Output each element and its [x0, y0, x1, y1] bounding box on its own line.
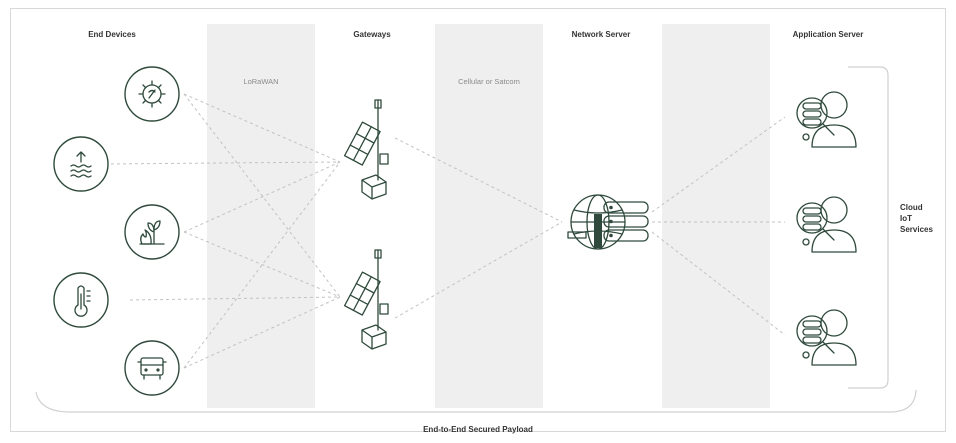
- column-title-end-devices: End Devices: [88, 30, 136, 39]
- band-lorawan: [207, 24, 315, 408]
- column-title-gateways: Gateways: [353, 30, 391, 39]
- vehicle-icon: [124, 340, 180, 396]
- solar-gateway-icon: [343, 99, 389, 200]
- plant-fire-icon: [124, 204, 180, 260]
- user-data-icon: [796, 91, 857, 148]
- cloud-label-line-1: Cloud: [900, 203, 923, 212]
- column-title-network-server: Network Server: [572, 30, 631, 39]
- diagram-frame: [10, 8, 946, 432]
- band-label-cellular: Cellular or Satcom: [458, 77, 520, 86]
- footer-label: End-to-End Secured Payload: [423, 425, 533, 434]
- column-title-application-server: Application Server: [793, 30, 864, 39]
- user-data-icon: [796, 196, 857, 253]
- gateway-server-links: [394, 137, 563, 319]
- gear-plant-icon: [124, 66, 180, 122]
- end-to-end-bracket: [35, 389, 917, 413]
- band-ip: [662, 24, 770, 408]
- server-application-links: [651, 116, 786, 336]
- band-label-lorawan: LoRaWAN: [243, 77, 278, 86]
- cloud-label-line-2: IoT: [900, 214, 912, 223]
- globe-server-icon: [567, 194, 649, 250]
- thermometer-icon: [53, 272, 109, 328]
- water-level-icon: [53, 136, 109, 192]
- device-gateway-links: [104, 93, 341, 369]
- solar-gateway-icon: [343, 249, 389, 350]
- cloud-label-line-3: Services: [900, 225, 933, 234]
- user-data-icon: [796, 309, 857, 366]
- band-cellular: [435, 24, 543, 408]
- cloud-bracket: [848, 66, 889, 389]
